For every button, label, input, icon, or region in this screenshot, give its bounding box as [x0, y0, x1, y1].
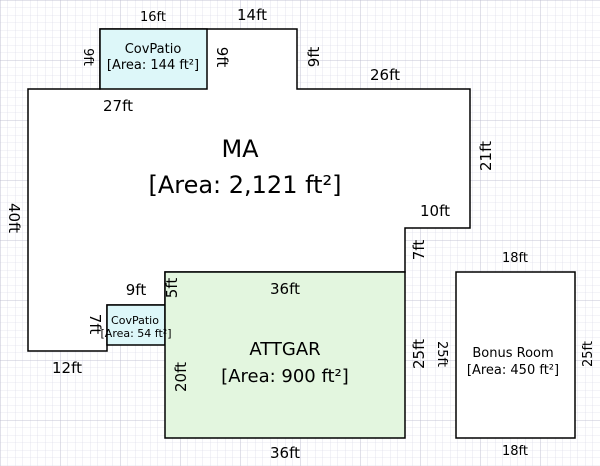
dim-garage-top: 36ft [270, 280, 300, 298]
garage-room-name: ATTGAR [249, 339, 320, 360]
bonus-room-name: Bonus Room [472, 346, 553, 361]
dim-main-right-upper: 21ft [477, 141, 495, 171]
dim-main-left: 40ft [5, 203, 23, 233]
dim-garage-bottom: 36ft [270, 444, 300, 462]
bonus-room[interactable] [455, 271, 576, 439]
dim-garage-step: 5ft [163, 278, 181, 299]
bonus-room-area: [Area: 450 ft²] [467, 363, 559, 378]
dim-patio-top-width: 16ft [140, 10, 166, 25]
dim-patio-top-left: 9ft [80, 48, 95, 66]
dim-patio-top-right: 9ft [213, 47, 231, 68]
dim-main-right-lower: 7ft [410, 240, 428, 261]
dim-bonus-top: 18ft [502, 251, 528, 266]
garage-room-area: [Area: 900 ft²] [221, 366, 349, 387]
patio-top-area: [Area: 144 ft²] [107, 58, 199, 73]
dim-main-step-right: 9ft [305, 47, 323, 68]
dim-main-top-right: 26ft [370, 66, 400, 84]
dim-bonus-right: 25ft [581, 341, 596, 367]
dim-patio-small-top: 9ft [126, 281, 147, 299]
dim-main-top-center: 14ft [237, 6, 267, 24]
dim-main-bottom: 12ft [52, 359, 82, 377]
patio-top-name: CovPatio [125, 42, 182, 57]
dim-main-top-left: 27ft [103, 97, 133, 115]
main-room-name: MA [221, 135, 259, 163]
covered-patio-top-room[interactable] [99, 28, 208, 90]
patio-small-name: CovPatio [111, 314, 159, 327]
main-room-area: [Area: 2,121 ft²] [148, 171, 341, 199]
dim-garage-left: 20ft [172, 362, 190, 392]
dim-main-step-inner: 10ft [420, 202, 450, 220]
dim-patio-small-left: 7ft [86, 314, 104, 335]
dim-garage-right: 25ft [410, 339, 428, 369]
dim-bonus-bottom: 18ft [502, 444, 528, 459]
dim-bonus-left: 25ft [434, 341, 449, 367]
patio-small-area: [Area: 54 ft²] [101, 327, 172, 340]
garage-room[interactable] [164, 271, 406, 439]
